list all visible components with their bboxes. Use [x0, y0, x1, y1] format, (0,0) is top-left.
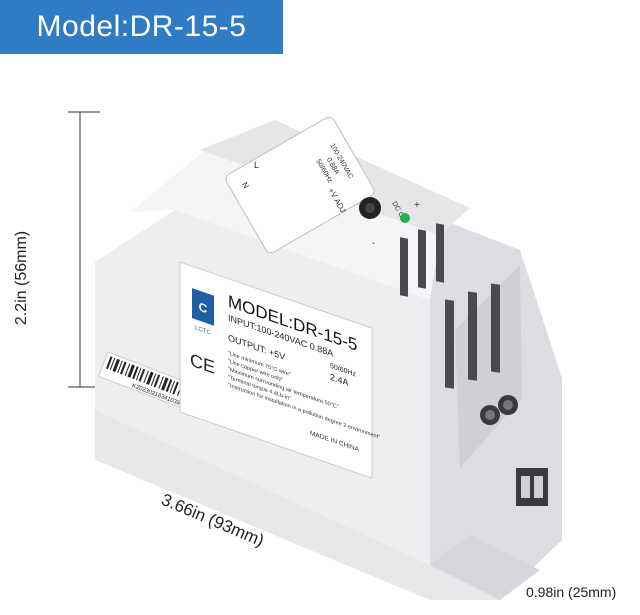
plus-label: +: [414, 200, 420, 211]
vent-slots: [400, 223, 500, 389]
terminal-n-label: N: [240, 181, 251, 191]
svg-text:C: C: [199, 300, 208, 317]
power-supply-body: [95, 120, 562, 600]
minus-label: -: [372, 238, 375, 249]
depth-dimension-label: 0.98in (25mm): [526, 584, 617, 600]
height-dimension-label: 2.2in (56mm): [13, 230, 30, 326]
height-dimension-line: [68, 111, 100, 388]
dc-ok-led: [400, 213, 410, 223]
din-rail-clip: [516, 468, 548, 506]
output-screws: [480, 395, 518, 425]
brand-logo: [192, 288, 214, 326]
model-title: Model:DR-15-5: [36, 10, 247, 43]
voltage-adjust-knob: [359, 197, 381, 219]
model-banner: Model:DR-15-5: [0, 0, 283, 54]
top-face-label: 100-240VAC 0.88A 50/60Hz N: [225, 116, 375, 254]
terminal-l-label: L: [254, 160, 259, 170]
